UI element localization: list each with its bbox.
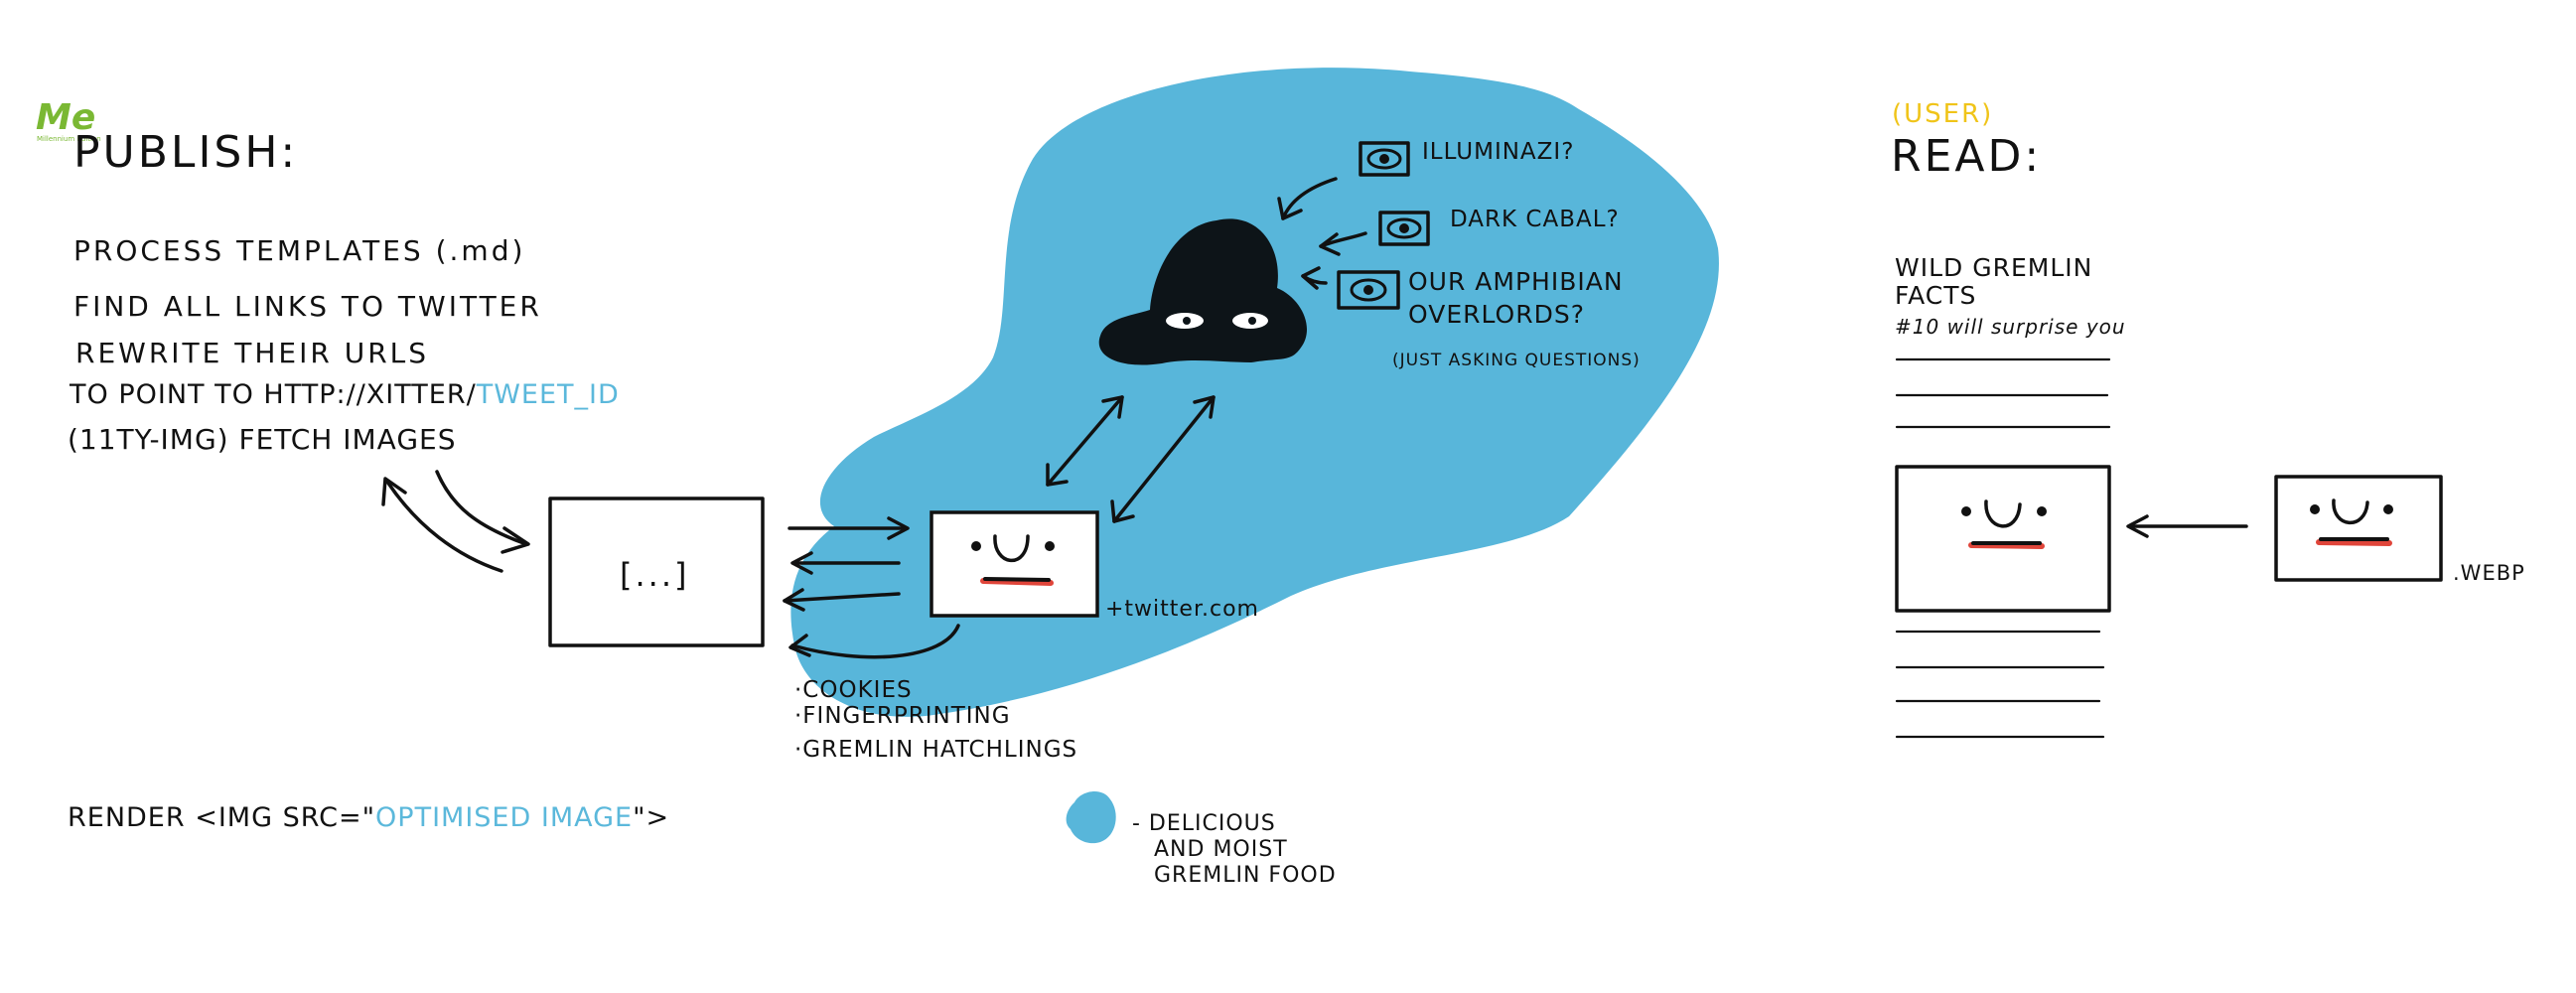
- article-title-2: FACTS: [1895, 281, 1976, 310]
- webp-face-eye-right: [2383, 504, 2393, 514]
- arrow-twitter-figure-2-t: [1193, 395, 1216, 419]
- webp-face-eye-left: [2310, 504, 2320, 514]
- conspiracy-illuminazi: ILLUMINAZI?: [1422, 139, 1574, 165]
- step-point-to-text: TO POINT TO HTTP://XITTER/: [69, 379, 477, 410]
- figure-pupil-right: [1248, 317, 1256, 325]
- legend-blob: [1066, 790, 1116, 844]
- article-face-smile: [1984, 499, 2022, 528]
- loop-arrow-up: [385, 480, 503, 573]
- arrow-response-2: [783, 592, 901, 603]
- step-fetch-images: (11TY-IMG) FETCH IMAGES: [68, 423, 456, 456]
- risk-gremlin-hatchlings: ·GREMLIN HATCHLINGS: [794, 737, 1077, 763]
- face-eye-left: [971, 541, 981, 551]
- step-point-to: TO POINT TO HTTP://XITTER/TWEET_ID: [69, 379, 620, 410]
- webp-face-underline: [2316, 539, 2392, 546]
- arrow-twitter-figure-2: [1112, 395, 1216, 523]
- logo-subtitle: Millennium Edition: [37, 135, 101, 143]
- eye-box-amphibian: [1337, 270, 1400, 310]
- legend-delicious: - DELICIOUS: [1132, 811, 1276, 836]
- arrow-illuminazi: [1281, 177, 1338, 220]
- eye-illuminazi-pupil: [1379, 154, 1389, 164]
- article-face-underline: [1968, 542, 2045, 549]
- eye-amphibian-pupil: [1363, 285, 1373, 295]
- loop-arrow-up-head: [381, 477, 407, 506]
- twitter-label: +twitter.com: [1105, 597, 1259, 622]
- article-subtitle: #10 will surprise you: [1895, 315, 2126, 339]
- webp-face-smile: [2332, 498, 2369, 525]
- article-lines-bottom: [1895, 630, 2105, 739]
- eye-dark-cabal: [1386, 217, 1422, 239]
- arrow-webp-to-article-head: [2126, 514, 2149, 538]
- article-face-eye-left: [1961, 506, 1971, 516]
- step-rewrite-urls: REWRITE THEIR URLS: [75, 337, 429, 369]
- arrow-cookies-head: [788, 634, 811, 657]
- arrow-cookies-curve: [790, 624, 960, 659]
- legend-moist: AND MOIST: [1154, 837, 1288, 862]
- face-underline-dark: [983, 577, 1051, 582]
- render-prefix: RENDER <IMG SRC=": [68, 802, 375, 833]
- figure-pupil-left: [1183, 317, 1191, 325]
- risk-cookies: ·COOKIES: [794, 677, 913, 703]
- face-underline: [980, 578, 1054, 586]
- arrow-twitter-figure-2-b: [1110, 499, 1135, 523]
- article-lines-top: [1895, 357, 2111, 429]
- eye-dark-cabal-pupil: [1399, 223, 1409, 233]
- arrow-twitter-figure-1-t: [1101, 395, 1124, 419]
- loop-arrow-down-head: [501, 526, 530, 554]
- arrow-request-1-head: [887, 516, 910, 540]
- webp-label: .WEBP: [2453, 561, 2525, 585]
- eye-illuminazi: [1366, 148, 1402, 170]
- hooded-figure: [1098, 218, 1308, 365]
- render-suffix: ">: [633, 802, 669, 833]
- arrow-illuminazi-head: [1277, 197, 1303, 220]
- arrow-response-1-head: [790, 551, 813, 575]
- article-title-1: WILD GREMLIN: [1895, 253, 2092, 282]
- eye-amphibian: [1350, 278, 1387, 302]
- render-value: OPTIMISED IMAGE: [375, 802, 633, 833]
- user-label: (USER): [1892, 99, 1993, 129]
- article-image-box: [1895, 465, 2111, 613]
- conspiracy-overlords: OVERLORDS?: [1408, 300, 1585, 329]
- read-title: READ:: [1891, 131, 2042, 182]
- publish-title: PUBLISH:: [73, 127, 298, 178]
- eye-box-illuminazi: [1359, 141, 1410, 177]
- eye-box-dark-cabal: [1378, 211, 1430, 246]
- article-face-eye-right: [2037, 506, 2047, 516]
- arrow-twitter-figure-1-b: [1046, 463, 1069, 487]
- just-asking-questions: (JUST ASKING QUESTIONS): [1392, 351, 1641, 370]
- face-smile: [993, 534, 1030, 563]
- arrow-twitter-figure-1: [1046, 395, 1124, 487]
- processor-box: [548, 496, 765, 647]
- conspiracy-dark-cabal: DARK CABAL?: [1450, 207, 1620, 232]
- risk-fingerprinting: ·FINGERPRINTING: [794, 703, 1011, 729]
- tweet-id: TWEET_ID: [476, 379, 620, 410]
- twitter-image-box: [930, 510, 1099, 618]
- processor-box-label: [...]: [620, 556, 689, 594]
- legend-gremlin-food: GREMLIN FOOD: [1154, 863, 1337, 888]
- arrow-response-2-head: [783, 588, 805, 612]
- step-find-links: FIND ALL LINKS TO TWITTER: [73, 290, 542, 323]
- webp-image-box: [2274, 475, 2443, 582]
- loop-arrow-down: [435, 470, 528, 546]
- logo-me: Me: [36, 97, 95, 138]
- arrow-dark-cabal-head: [1319, 232, 1341, 256]
- step-process-templates: PROCESS TEMPLATES (.md): [73, 234, 525, 267]
- arrow-amphibian-head: [1301, 266, 1321, 290]
- conspiracy-amphibian: OUR AMPHIBIAN: [1408, 267, 1624, 296]
- render-line: RENDER <IMG SRC="OPTIMISED IMAGE">: [68, 802, 669, 833]
- face-eye-right: [1045, 541, 1055, 551]
